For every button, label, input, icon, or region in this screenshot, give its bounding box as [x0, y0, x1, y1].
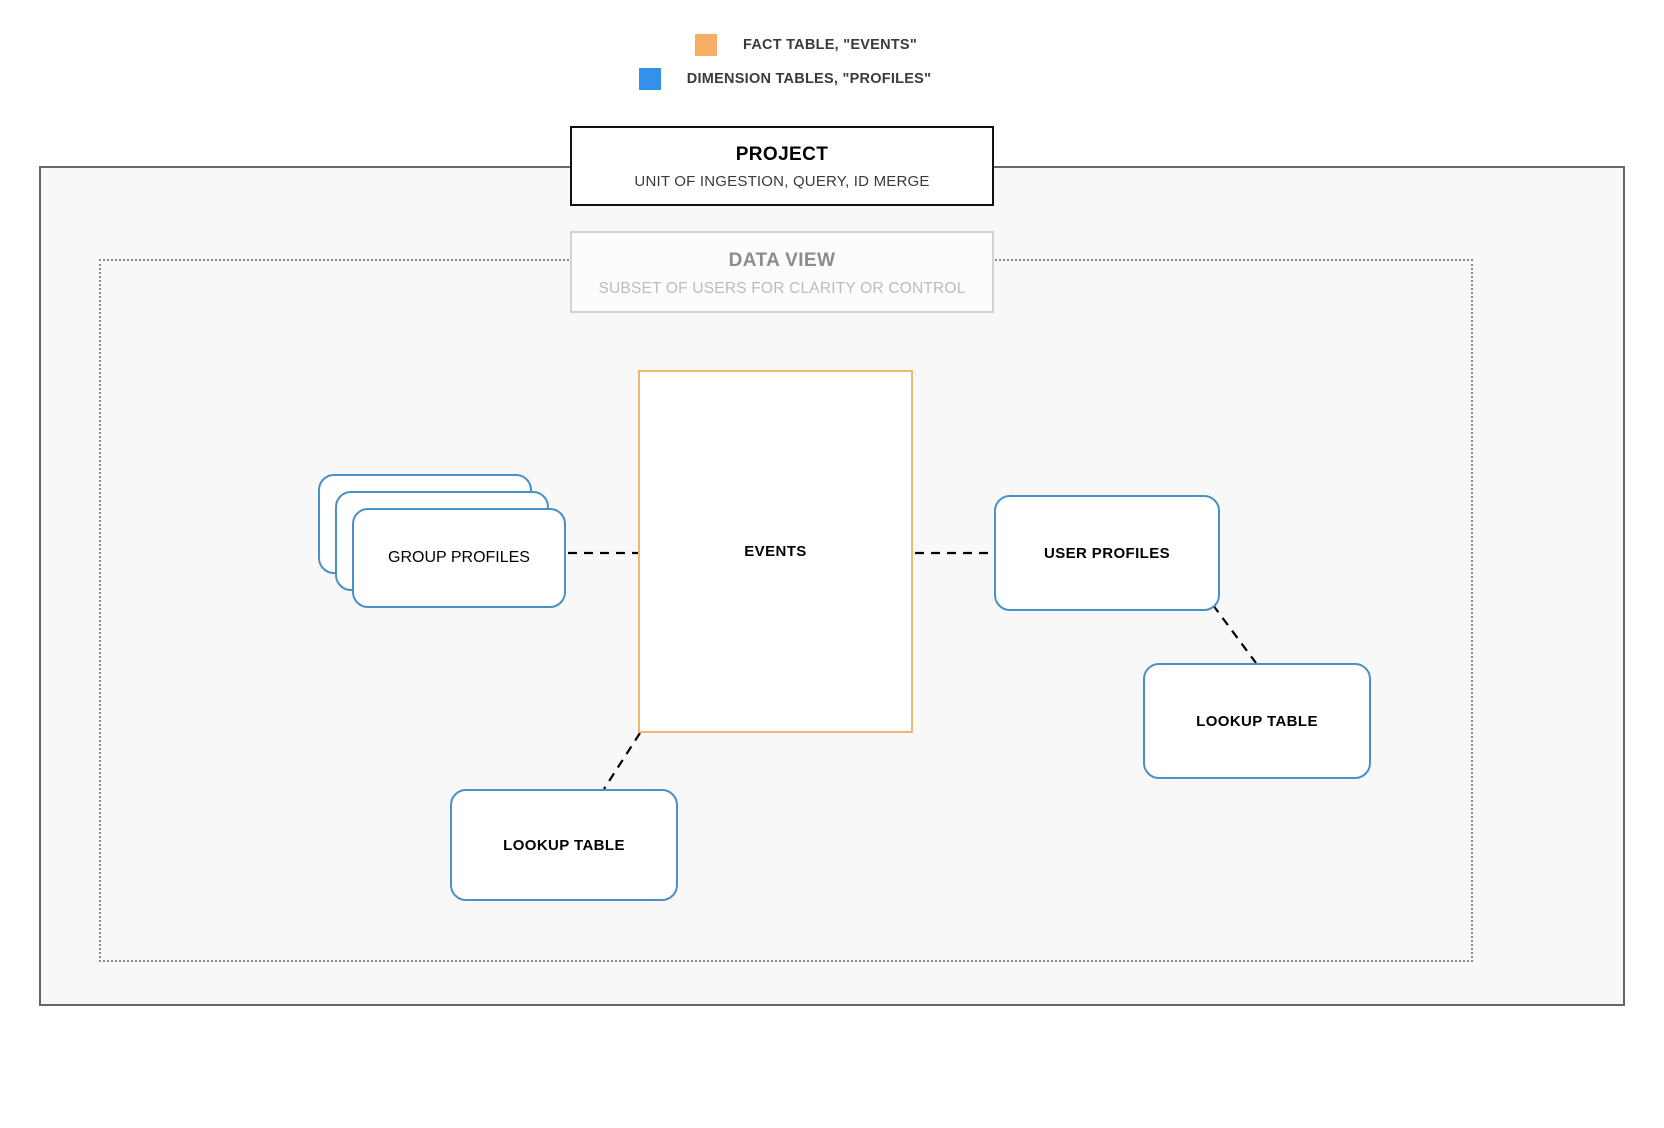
orange-square-swatch	[695, 34, 718, 56]
project-title: PROJECT	[735, 144, 829, 165]
group-profiles-card-front[interactable]: GROUP PROFILES	[352, 508, 566, 608]
node-events[interactable]: EVENTS	[638, 370, 913, 733]
data-view-label-box: DATA VIEW SUBSET OF USERS FOR CLARITY OR…	[570, 231, 994, 313]
node-group-profiles[interactable]: GROUP PROFILES	[318, 474, 568, 610]
node-lookup-table-left[interactable]: LOOKUP TABLE	[450, 789, 678, 901]
project-label-box: PROJECT UNIT OF INGESTION, QUERY, ID MER…	[570, 126, 994, 206]
data-view-title: DATA VIEW	[728, 250, 836, 271]
node-user-profiles-label: USER PROFILES	[1043, 544, 1171, 562]
blue-square-swatch	[638, 68, 661, 90]
legend-item-dimension-tables: DIMENSION TABLES, "PROFILES"	[0, 62, 1664, 96]
node-group-profiles-label: GROUP PROFILES	[388, 549, 530, 566]
legend-label-dimension-tables: DIMENSION TABLES, "PROFILES"	[686, 71, 932, 87]
node-lookup-table-right[interactable]: LOOKUP TABLE	[1143, 663, 1371, 779]
legend-label-fact-table: FACT TABLE, "EVENTS"	[743, 37, 917, 53]
data-view-subtitle: SUBSET OF USERS FOR CLARITY OR CONTROL	[598, 280, 966, 297]
legend-item-fact-table: FACT TABLE, "EVENTS"	[0, 28, 1664, 62]
project-subtitle: UNIT OF INGESTION, QUERY, ID MERGE	[634, 173, 930, 190]
legend: FACT TABLE, "EVENTS" DIMENSION TABLES, "…	[0, 28, 1664, 96]
node-events-label: EVENTS	[744, 543, 807, 560]
node-lookup-table-left-label: LOOKUP TABLE	[503, 836, 625, 854]
node-lookup-table-right-label: LOOKUP TABLE	[1196, 712, 1318, 730]
node-user-profiles[interactable]: USER PROFILES	[994, 495, 1220, 611]
